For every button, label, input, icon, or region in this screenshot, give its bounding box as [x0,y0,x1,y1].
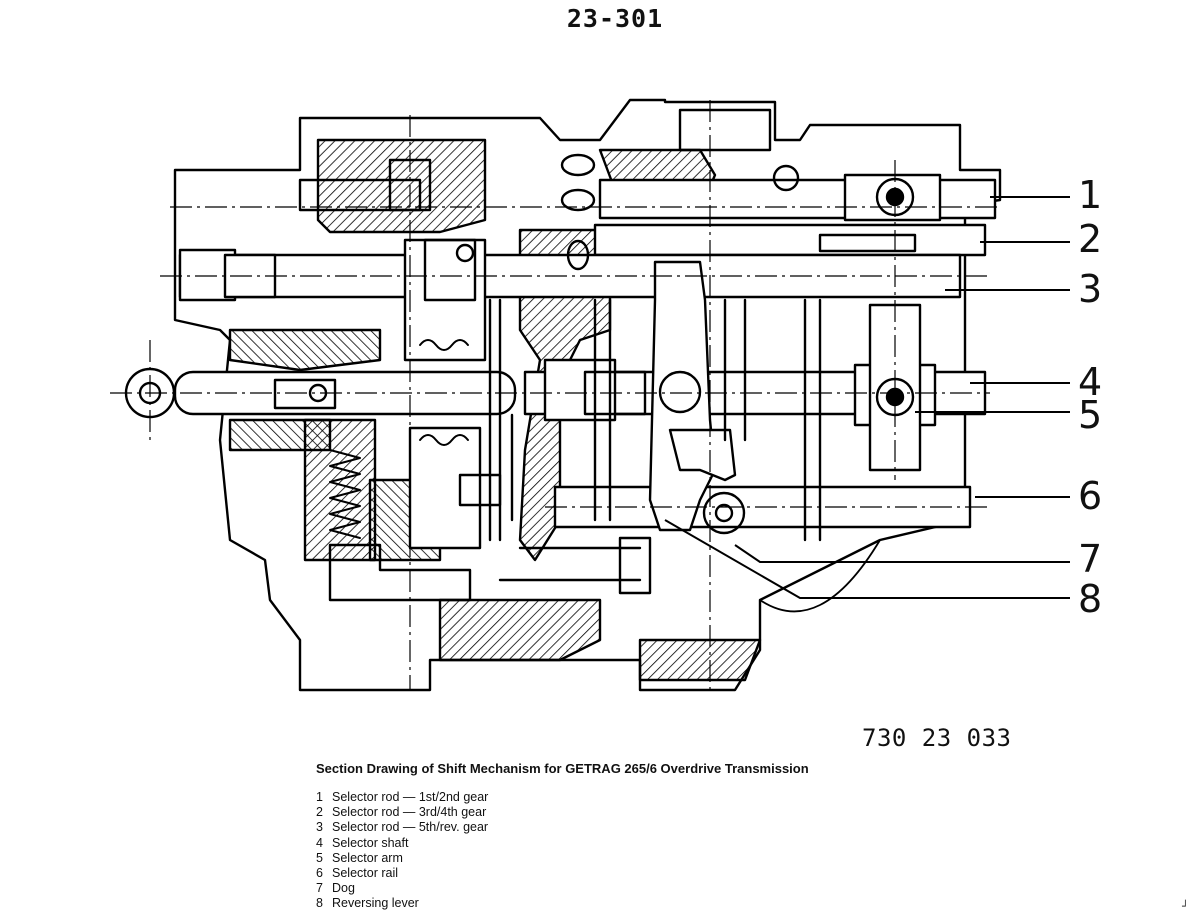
figure-code: 730 23 033 [862,724,1012,752]
lower-right-casting [638,638,762,682]
legend-number: 6 [316,865,323,880]
legend-item: 8 Reversing lever [316,896,488,911]
legend-item: 3 Selector rod — 5th/rev. gear [316,820,488,835]
legend-number: 3 [316,820,323,835]
callout-7: 7 [1078,537,1103,581]
lower-left-casting [228,328,382,372]
legend-number: 2 [316,805,323,820]
lower-center-casting [438,598,602,662]
legend-text: Reversing lever [332,896,419,911]
legend-text: Selector shaft [332,835,409,850]
legend-item: 7 Dog [316,881,488,896]
legend-item: 1 Selector rod — 1st/2nd gear [316,790,488,805]
detent-spring [329,449,361,539]
callout-6: 6 [1078,474,1103,518]
legend-number: 7 [316,881,323,896]
selector-rod-3rd-4th [593,223,987,257]
callout-8: 8 [1078,577,1103,621]
callout-3: 3 [1078,267,1103,311]
callout-2: 2 [1078,217,1103,261]
legend-item: 6 Selector rail [316,866,488,881]
legend-number: 4 [316,835,323,850]
crop-mark: ┘ [1182,900,1189,913]
legend-number: 5 [316,850,323,865]
callout-5: 5 [1078,393,1103,437]
legend-number: 8 [316,896,323,911]
legend-text: Dog [332,881,355,896]
dog [668,428,737,482]
callout-4: 4 [1078,360,1103,404]
legend-text: Selector rod — 3rd/4th gear [332,805,487,820]
legend-item: 2 Selector rod — 3rd/4th gear [316,805,488,820]
spring-seat-casting [303,418,377,562]
upper-left-casting [316,138,487,234]
callout-1: 1 [1078,173,1103,217]
legend-text: Selector arm [332,850,403,865]
legend-item: 4 Selector shaft [316,836,488,851]
legend-number: 1 [316,790,323,804]
page-number: 23-301 [566,4,664,33]
legend-text: Selector rod — 5th/rev. gear [332,820,489,835]
legend-item: 5 Selector arm [316,851,488,866]
legend-text: Selector rod — 1st/2nd gear [332,790,489,804]
legend-text: Selector rail [332,865,398,880]
figure-caption: Section Drawing of Shift Mechanism for G… [316,761,809,776]
